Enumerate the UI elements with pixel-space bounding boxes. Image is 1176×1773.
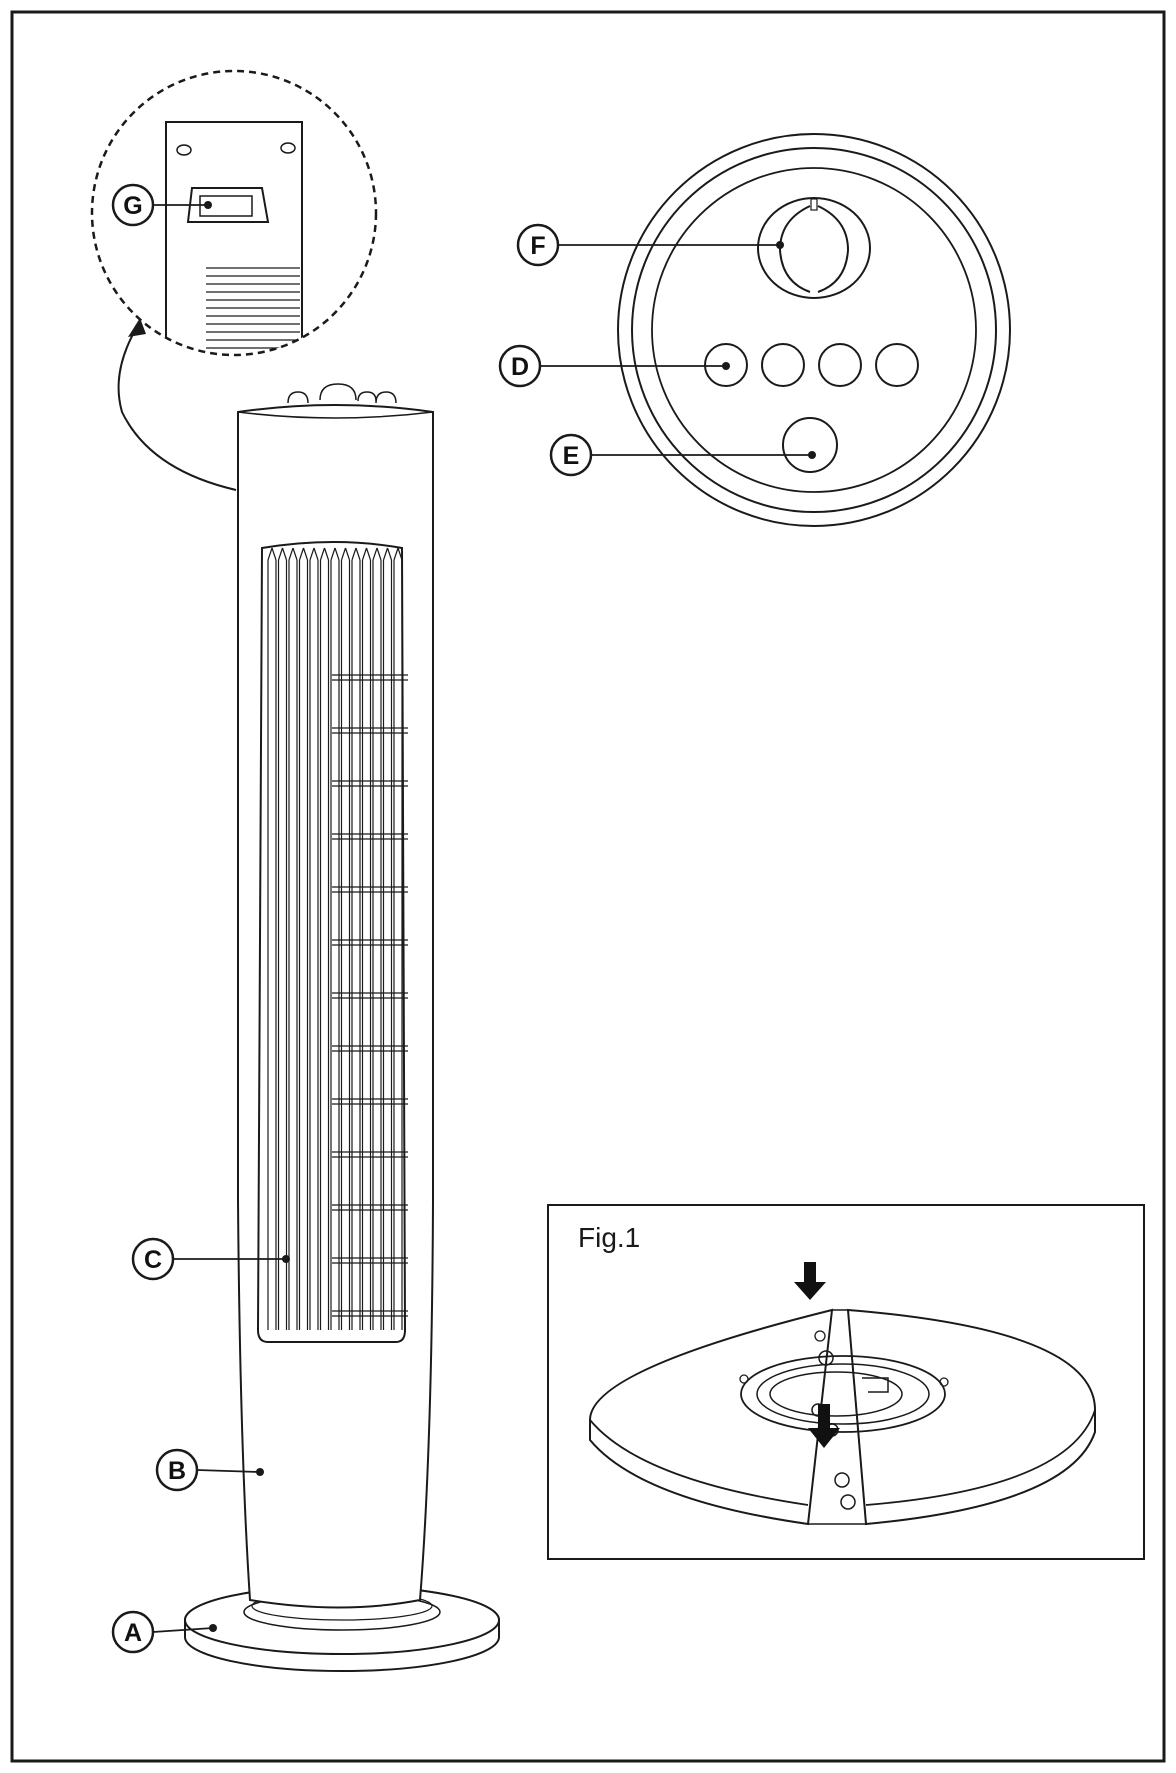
fig1-label: Fig.1 [578,1222,640,1253]
detail-arrow [117,321,237,491]
leader-dot [282,1255,290,1263]
back-panel-detail [90,69,378,357]
callout-c: C [131,1237,290,1281]
control-panel [617,133,1011,527]
callout-d: D [498,344,730,388]
timer-dial [757,197,871,299]
callout-circle [131,1237,175,1281]
callout-circle [516,223,560,267]
callout-a: A [111,1610,217,1654]
callout-circle [111,183,155,227]
callout-b: B [155,1448,264,1492]
leader-line [196,1469,261,1473]
function-button-3 [818,343,862,387]
callout-g: G [111,183,212,227]
leader-dot [204,201,212,209]
leader-dot [808,451,816,459]
callout-circle [549,433,593,477]
callout-f: F [516,223,784,267]
down-arrow-icon [794,1262,826,1300]
callout-letter-c: C [144,1246,162,1274]
leader-dot [209,1624,217,1632]
callout-letter-f: F [530,232,545,260]
callout-letter-d: D [511,353,529,381]
callout-letter-b: B [168,1457,186,1485]
leader-line [152,1627,214,1633]
arrowhead [128,318,146,337]
power-button [782,417,838,473]
tower-fan [117,318,500,1672]
callout-circle [498,344,542,388]
callout-e: E [549,433,816,477]
leader-dot [722,362,730,370]
callout-circle [111,1610,155,1654]
page-frame [10,10,1166,1763]
function-button-2 [761,343,805,387]
fig1-panel: Fig.1 [547,1204,1145,1560]
callout-letter-a: A [124,1619,142,1647]
base-halves [589,1308,1096,1526]
fan-grille [256,541,408,1343]
callout-letter-g: G [123,192,142,220]
function-button-4 [875,343,919,387]
leader-dot [776,241,784,249]
callout-letter-e: E [563,442,580,470]
down-arrow-icon [808,1404,840,1448]
callout-circle [155,1448,199,1492]
leader-dot [256,1468,264,1476]
